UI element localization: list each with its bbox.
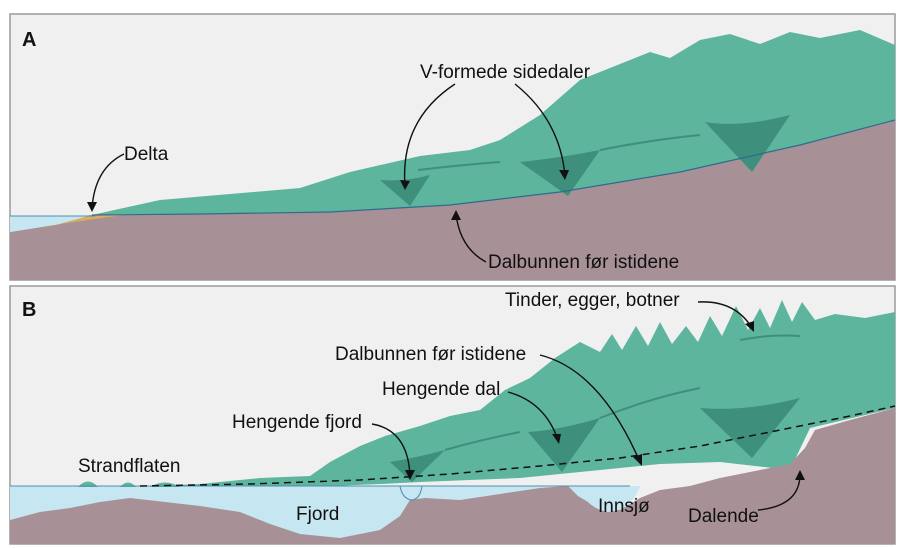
- label-fjord: Fjord: [296, 504, 339, 525]
- panel-a-letter: A: [22, 29, 36, 51]
- label-valley-end: Dalende: [688, 506, 759, 527]
- panel-b: B Tinder, egger, botner Dalbunnen før is…: [10, 286, 895, 544]
- label-valley-floor-a: Dalbunnen før istidene: [488, 252, 679, 273]
- label-valley-floor-b: Dalbunnen før istidene: [335, 344, 526, 365]
- label-hanging-fjord: Hengende fjord: [232, 412, 362, 433]
- label-lake: Innsjø: [598, 496, 650, 517]
- panel-b-letter: B: [22, 299, 36, 321]
- label-delta: Delta: [124, 144, 169, 165]
- label-strandflat: Strandflaten: [78, 456, 180, 477]
- panel-a: A Delta V-formede sidedaler Dalbunnen fø…: [10, 14, 895, 280]
- label-peaks: Tinder, egger, botner: [505, 290, 680, 311]
- label-hanging-valley: Hengende dal: [382, 379, 500, 400]
- label-side-valleys: V-formede sidedaler: [420, 62, 591, 83]
